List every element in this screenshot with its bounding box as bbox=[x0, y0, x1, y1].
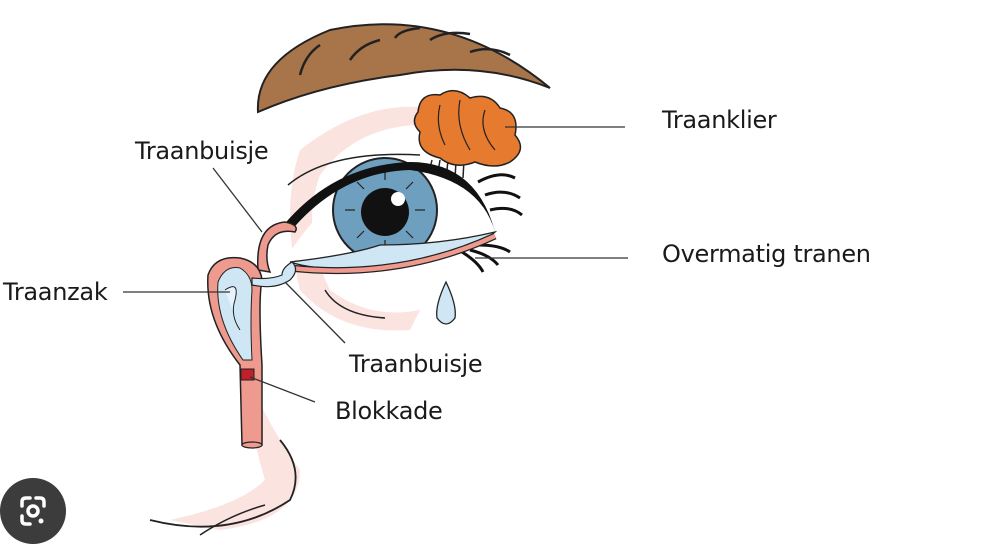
skin-shadow bbox=[290, 106, 440, 331]
label-traanklier: Traanklier bbox=[662, 106, 777, 134]
cheek-shadow bbox=[170, 360, 300, 530]
leader-traanbuisje-top bbox=[212, 167, 263, 233]
tear-drop bbox=[436, 280, 456, 325]
label-blokkade: Blokkade bbox=[335, 397, 443, 425]
nose-line bbox=[199, 504, 266, 536]
cheek-line bbox=[149, 439, 297, 528]
label-traanzak: Traanzak bbox=[3, 278, 108, 306]
eyelashes bbox=[461, 173, 523, 273]
leader-blokkade bbox=[249, 376, 316, 403]
nasolacrimal-duct-end bbox=[241, 441, 263, 449]
upper-canaliculus bbox=[256, 221, 297, 273]
blockage bbox=[240, 368, 255, 381]
google-lens-icon bbox=[20, 496, 46, 526]
label-overmatig-tranen: Overmatig tranen bbox=[662, 240, 871, 268]
upper-eyelid bbox=[278, 162, 497, 240]
google-lens-button[interactable] bbox=[0, 478, 66, 544]
leader-traanbuisje-bottom bbox=[284, 281, 346, 344]
lacrimal-gland bbox=[413, 89, 522, 181]
pupil-highlight bbox=[391, 192, 405, 206]
eyelid-crease bbox=[287, 153, 421, 186]
eyebrow bbox=[256, 23, 551, 114]
label-traanbuisje-top: Traanbuisje bbox=[135, 137, 269, 165]
label-traanbuisje-bottom: Traanbuisje bbox=[349, 350, 483, 378]
under-eye-line bbox=[324, 289, 386, 319]
